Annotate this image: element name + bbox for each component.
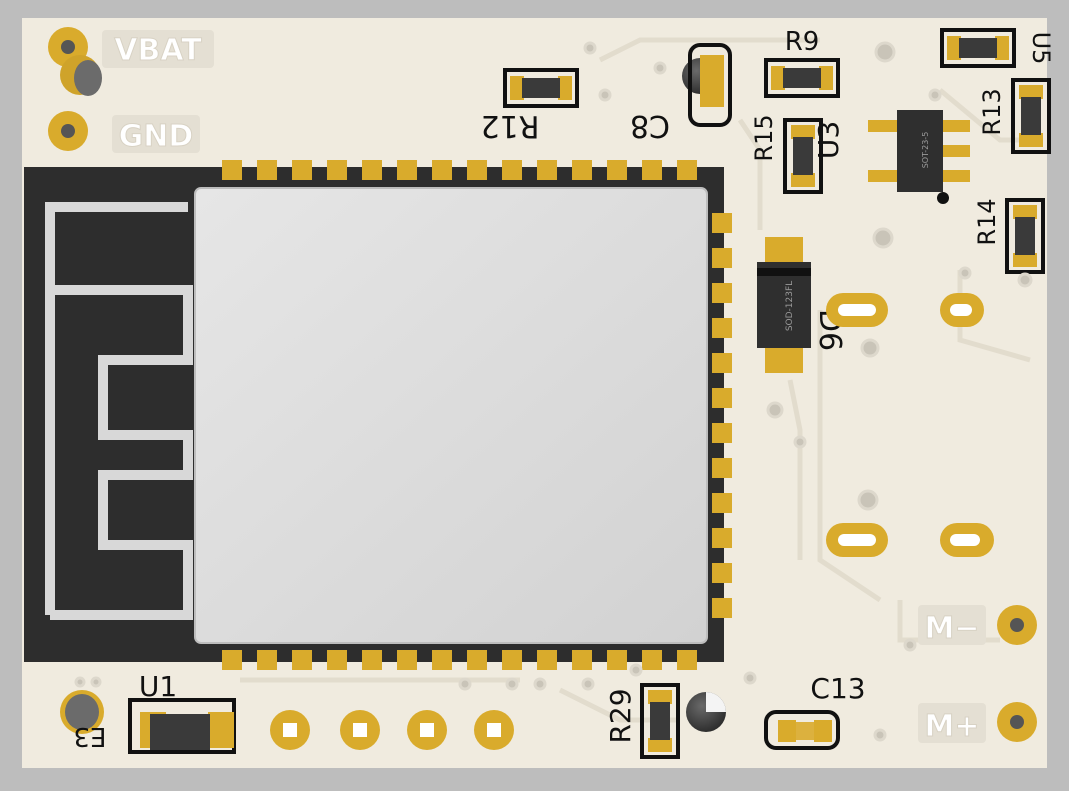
u5-label: U5 (1027, 32, 1055, 65)
r29-label: R29 (604, 688, 637, 743)
sod123-marking: SOD-123FL (785, 281, 795, 331)
gnd-label: GND (119, 119, 194, 154)
module-right-pads (712, 213, 732, 618)
vbat-pad (48, 27, 102, 96)
shield-can (194, 187, 708, 644)
r14-resistor (1005, 198, 1045, 274)
u5-component (940, 28, 1016, 68)
r12-resistor (503, 68, 579, 108)
sot23-chip (868, 110, 970, 204)
vias (74, 41, 1033, 742)
r9-label: R9 (785, 27, 820, 57)
u1-label: U1 (139, 670, 177, 703)
module-bottom-pads (222, 650, 697, 670)
module-top-pads (222, 160, 697, 180)
r13-resistor (1011, 78, 1051, 154)
r12-label: R12 (480, 108, 539, 143)
c8-label: C8 (630, 108, 670, 143)
r13-label: R13 (978, 88, 1006, 135)
m-plus-pad (997, 702, 1037, 742)
r14-label: R14 (973, 198, 1001, 245)
header-pins (270, 710, 514, 750)
vbat-label: VBAT (114, 33, 202, 68)
r15-resistor (783, 118, 823, 194)
slot-pads (826, 293, 994, 557)
d6-diode (757, 237, 811, 373)
m-minus-pad (997, 605, 1037, 645)
antenna-trace (45, 202, 193, 620)
r29-side-cap (686, 692, 726, 732)
c13-capacitor (764, 710, 840, 750)
e3-label: E3 (74, 721, 107, 751)
c13-label: C13 (810, 672, 865, 705)
r15-label: R15 (750, 114, 778, 161)
r29-resistor (640, 683, 680, 759)
m-plus-label: M+ (925, 709, 980, 744)
e3-pad (60, 690, 104, 734)
r9-resistor (764, 58, 840, 98)
u3-label: U3 (812, 121, 845, 159)
c8-capacitor (682, 43, 732, 127)
u1-component (128, 698, 236, 754)
m-minus-label: M− (925, 611, 980, 646)
gnd-pad (48, 111, 88, 151)
sot23-marking: SOT-23-5 (921, 132, 930, 169)
